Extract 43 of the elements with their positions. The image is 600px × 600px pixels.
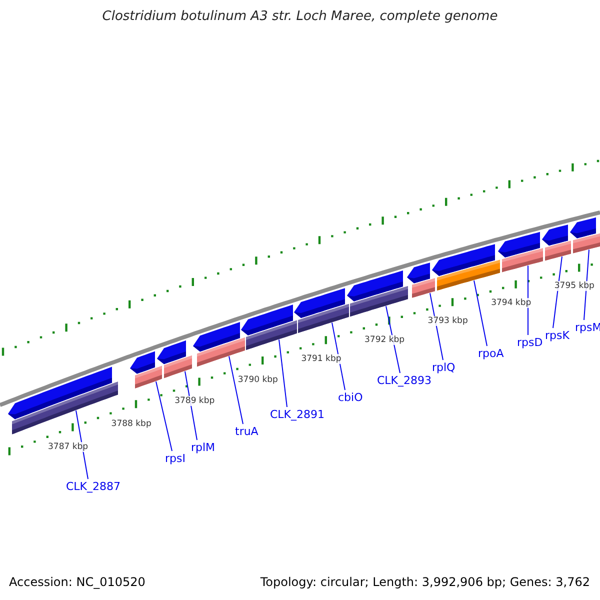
- cds-feature: [193, 322, 240, 352]
- cds-feature: [241, 304, 293, 336]
- cds-feature: [432, 244, 495, 276]
- cds-feature: [498, 232, 540, 258]
- gene-label: CLK_2893: [377, 374, 432, 387]
- tick-label: 3794 kbp: [491, 298, 532, 308]
- leader-line: [76, 410, 88, 480]
- leader-line: [228, 356, 244, 424]
- cds-feature: [8, 366, 112, 420]
- tick-label: 3789 kbp: [174, 396, 215, 406]
- gene-label: rpsK: [545, 329, 570, 342]
- title: Clostridium botulinum A3 str. Loch Maree, complete genome: [101, 9, 499, 24]
- cds-feature: [157, 340, 186, 364]
- cds-feature: [407, 262, 430, 284]
- gene-label: CLK_2887: [66, 480, 121, 493]
- cds-feature: [542, 224, 568, 246]
- gene-label: truA: [235, 425, 258, 438]
- gene-label: rpoA: [478, 347, 504, 360]
- gene-label: rplM: [191, 441, 216, 454]
- tick-label: 3790 kbp: [238, 374, 278, 385]
- leader-line: [474, 280, 488, 346]
- leader-line: [552, 256, 562, 328]
- leader-line: [584, 249, 590, 320]
- accession-text: Accession: NC_010520: [9, 575, 146, 589]
- tick-label: 3791 kbp: [301, 354, 342, 364]
- tick-label: 3795 kbp: [554, 281, 594, 291]
- cds-feature: [130, 351, 155, 374]
- gene-label: rplQ: [432, 361, 456, 374]
- cds-feature: [347, 270, 403, 302]
- gene-label: CLK_2891: [270, 408, 325, 421]
- tick-label: 3792 kbp: [364, 334, 405, 344]
- tick-label: 3787 kbp: [48, 442, 88, 452]
- tick-label: 3788 kbp: [111, 418, 152, 429]
- leader-line: [156, 381, 172, 452]
- genome-info-text: Topology: circular; Length: 3,992,906 bp; Genes: 3,762: [260, 575, 590, 589]
- leader-line: [184, 370, 198, 440]
- gene-label: rpsD: [517, 336, 543, 349]
- gene-label: rpsI: [165, 452, 186, 465]
- cds-feature: [570, 217, 596, 238]
- cds-feature: [294, 288, 345, 318]
- leader-line: [278, 339, 288, 408]
- gene-label: cbiO: [338, 391, 363, 404]
- tick-label: 3793 kbp: [428, 316, 468, 326]
